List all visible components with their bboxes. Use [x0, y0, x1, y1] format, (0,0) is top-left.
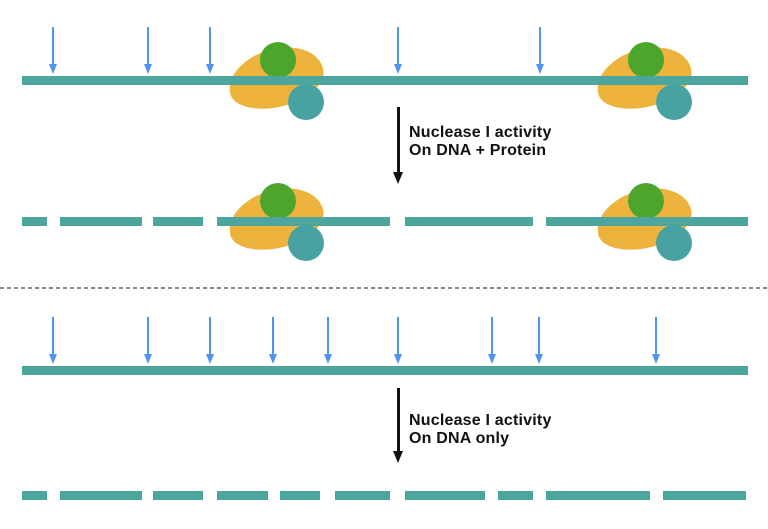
- cleavage-arrow-bottom-5: [323, 317, 333, 364]
- cleavage-arrow-top-4-arrowhead-icon: [393, 64, 402, 74]
- protein-complex-top-2-green-subunit: [628, 41, 664, 78]
- cleavage-arrow-bottom-2: [143, 317, 153, 364]
- dna-fragment-bottom-5: [280, 491, 320, 500]
- protein-complex-top-1-teal-subunit: [288, 83, 324, 120]
- protein-complex-top-1-green-subunit: [260, 41, 296, 78]
- cleavage-arrow-top-2-arrowhead-icon: [143, 64, 152, 74]
- cleavage-arrow-top-5-shaft: [539, 27, 541, 66]
- dna-fragment-bottom-1: [22, 491, 47, 500]
- dna-fragment-top-6: [546, 217, 748, 226]
- dna-fragment-bottom-8: [498, 491, 533, 500]
- protein-complex-protected-1-green-subunit: [260, 182, 296, 219]
- cleavage-arrow-bottom-7: [487, 317, 497, 364]
- reaction-label-bottom-line1: Nuclease I activity: [409, 412, 552, 429]
- reaction-arrow-bottom-shaft: [396, 388, 400, 453]
- reaction-arrow-bottom-arrowhead-icon: [392, 451, 403, 463]
- cleavage-arrow-bottom-4-shaft: [272, 317, 274, 356]
- cleavage-arrow-bottom-6: [393, 317, 403, 364]
- cleavage-arrow-top-5: [535, 27, 545, 74]
- cleavage-arrow-bottom-6-shaft: [397, 317, 399, 356]
- cleavage-arrow-top-2-shaft: [147, 27, 149, 66]
- dna-fragment-top-1: [22, 217, 47, 226]
- cleavage-arrow-bottom-9-arrowhead-icon: [651, 354, 660, 364]
- reaction-label-top-line1: Nuclease I activity: [409, 124, 552, 141]
- cleavage-arrow-top-5-arrowhead-icon: [535, 64, 544, 74]
- cleavage-arrow-bottom-7-shaft: [491, 317, 493, 356]
- cleavage-arrow-bottom-1-arrowhead-icon: [48, 354, 57, 364]
- dna-fragment-top-5: [405, 217, 533, 226]
- cleavage-arrow-bottom-4: [268, 317, 278, 364]
- reaction-arrow-top-shaft: [396, 107, 400, 174]
- dna-intact-top: [22, 76, 748, 85]
- reaction-label-bottom: Nuclease I activity On DNA only: [409, 412, 552, 448]
- cleavage-arrow-bottom-8-arrowhead-icon: [534, 354, 543, 364]
- cleavage-arrow-bottom-8: [534, 317, 544, 364]
- cleavage-arrow-top-3-shaft: [209, 27, 211, 66]
- cleavage-arrow-bottom-3: [205, 317, 215, 364]
- cleavage-arrow-top-3-arrowhead-icon: [205, 64, 214, 74]
- reaction-arrow-bottom: [392, 388, 404, 463]
- cleavage-arrow-top-2: [143, 27, 153, 74]
- dna-fragment-bottom-6: [335, 491, 390, 500]
- cleavage-arrow-bottom-2-shaft: [147, 317, 149, 356]
- reaction-label-bottom-line2: On DNA only: [409, 430, 510, 447]
- dna-fragment-top-4: [217, 217, 390, 226]
- dna-fragment-bottom-9: [546, 491, 650, 500]
- cleavage-arrow-bottom-5-arrowhead-icon: [323, 354, 332, 364]
- dna-fragment-bottom-7: [405, 491, 485, 500]
- dna-fragment-bottom-2: [60, 491, 142, 500]
- cleavage-arrow-top-1-arrowhead-icon: [48, 64, 57, 74]
- cleavage-arrow-bottom-7-arrowhead-icon: [487, 354, 496, 364]
- cleavage-arrow-bottom-8-shaft: [538, 317, 540, 356]
- dna-fragment-bottom-3: [153, 491, 203, 500]
- cleavage-arrow-bottom-5-shaft: [327, 317, 329, 356]
- reaction-arrow-top: [392, 107, 404, 184]
- dna-fragment-bottom-10: [663, 491, 746, 500]
- cleavage-arrow-bottom-1-shaft: [52, 317, 54, 356]
- cleavage-arrow-bottom-3-arrowhead-icon: [205, 354, 214, 364]
- protein-complex-protected-2-green-subunit: [628, 182, 664, 219]
- cleavage-arrow-bottom-2-arrowhead-icon: [143, 354, 152, 364]
- separator-line: [0, 287, 768, 289]
- protein-complex-protected-2-teal-subunit: [656, 224, 692, 261]
- cleavage-arrow-bottom-1: [48, 317, 58, 364]
- dna-fragment-bottom-4: [217, 491, 268, 500]
- reaction-arrow-top-arrowhead-icon: [392, 172, 403, 184]
- dna-intact-bottom: [22, 366, 748, 375]
- cleavage-arrow-top-1: [48, 27, 58, 74]
- reaction-label-top: Nuclease I activity On DNA + Protein: [409, 124, 552, 160]
- protein-complex-protected-1-teal-subunit: [288, 224, 324, 261]
- dna-fragment-top-2: [60, 217, 142, 226]
- cleavage-arrow-top-3: [205, 27, 215, 74]
- cleavage-arrow-bottom-9: [651, 317, 661, 364]
- cleavage-arrow-top-1-shaft: [52, 27, 54, 66]
- protein-complex-top-2-teal-subunit: [656, 83, 692, 120]
- cleavage-arrow-bottom-6-arrowhead-icon: [393, 354, 402, 364]
- cleavage-arrow-top-4-shaft: [397, 27, 399, 66]
- reaction-label-top-line2: On DNA + Protein: [409, 142, 547, 159]
- cleavage-arrow-bottom-3-shaft: [209, 317, 211, 356]
- dna-fragment-top-3: [153, 217, 203, 226]
- cleavage-arrow-bottom-9-shaft: [655, 317, 657, 356]
- cleavage-arrow-bottom-4-arrowhead-icon: [268, 354, 277, 364]
- cleavage-arrow-top-4: [393, 27, 403, 74]
